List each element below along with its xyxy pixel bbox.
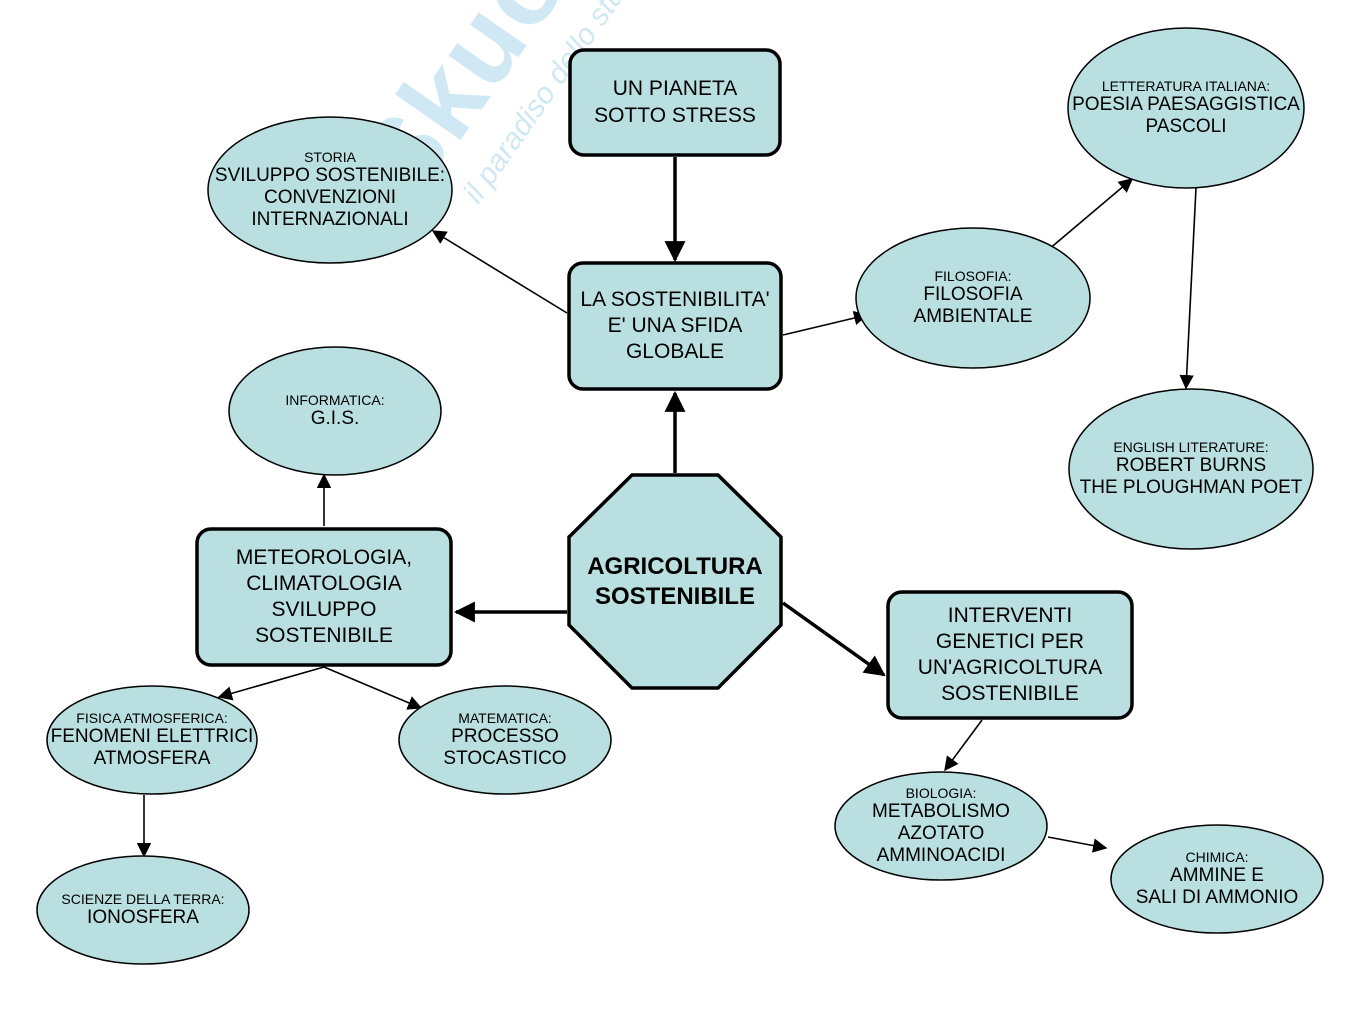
ellipse-matematica xyxy=(398,685,612,795)
filosofia-label: FILOSOFIA: FILOSOFIA AMBIENTALE xyxy=(856,228,1090,368)
ellipse-letteratura xyxy=(1067,27,1305,189)
matematica-label: MATEMATICA: PROCESSO STOCASTICO xyxy=(399,686,611,794)
label-line: UN PIANETA xyxy=(612,77,738,101)
ellipse-scienze xyxy=(36,855,250,965)
subject: SCIENZE DELLA TERRA: xyxy=(61,891,225,908)
label-line: SALI DI AMMONIO xyxy=(1135,887,1299,909)
fisica-label: FISICA ATMOSFERICA: FENOMENI ELETTRICI A… xyxy=(47,686,257,794)
ellipse-english xyxy=(1068,388,1314,550)
center-label: AGRICOLTURA SOSTENIBILE xyxy=(569,475,781,688)
arrow-meteo-matematica xyxy=(323,666,423,710)
ellipse-chimica xyxy=(1110,824,1324,934)
label-line: AMBIENTALE xyxy=(913,306,1033,328)
label-line: AMMINOACIDI xyxy=(876,844,1006,866)
ellipse-informatica xyxy=(228,346,442,476)
label-line: SVILUPPO xyxy=(271,598,377,621)
subject: STORIA xyxy=(304,149,356,166)
label-line: CONVENZIONI xyxy=(264,187,396,209)
box-pianeta-label: UN PIANETA SOTTO STRESS xyxy=(570,50,780,155)
arrow-sfida-filosofia xyxy=(782,310,869,336)
informatica-label: INFORMATICA: G.I.S. xyxy=(229,347,441,475)
subject: FISICA ATMOSFERICA: xyxy=(76,710,228,727)
label-line: PASCOLI xyxy=(1145,116,1227,138)
scienze-label: SCIENZE DELLA TERRA: IONOSFERA xyxy=(37,856,249,964)
subject: BIOLOGIA: xyxy=(905,785,977,802)
arrow-biologia-chimica xyxy=(1047,836,1108,853)
label-line: INTERVENTI xyxy=(947,603,1073,627)
subject: ENGLISH LITERATURE: xyxy=(1113,439,1269,456)
subject: CHIMICA: xyxy=(1185,849,1249,866)
label-line: THE PLOUGHMAN POET xyxy=(1079,477,1303,499)
biologia-label: BIOLOGIA: METABOLISMO AZOTATO AMMINOACID… xyxy=(835,772,1047,880)
label-line: SOSTENIBILE xyxy=(594,582,756,610)
arrow-meteo-fisica xyxy=(217,666,325,701)
letteratura-label: LETTERATURA ITALIANA: POESIA PAESAGGISTI… xyxy=(1066,28,1306,188)
ellipse-filosofia xyxy=(855,227,1091,369)
label-line: SOSTENIBILE xyxy=(255,624,393,648)
english-label: ENGLISH LITERATURE: ROBERT BURNS THE PLO… xyxy=(1069,389,1313,549)
label-line: AGRICOLTURA xyxy=(587,552,763,580)
label-line: CLIMATOLOGIA xyxy=(246,571,402,595)
label-line: POESIA PAESAGGISTICA xyxy=(1072,94,1300,116)
label-line: PROCESSO xyxy=(451,726,559,748)
box-interventi-label: INTERVENTI GENETICI PER UN'AGRICOLTURA S… xyxy=(888,592,1132,718)
label-line: ATMOSFERA xyxy=(93,748,211,770)
label-line: GENETICI PER xyxy=(935,629,1085,653)
label-line: STOCASTICO xyxy=(443,748,567,770)
subject: MATEMATICA: xyxy=(458,710,552,727)
label-line: ROBERT BURNS xyxy=(1115,455,1267,477)
label-line: AZOTATO xyxy=(897,823,985,845)
box-sfida xyxy=(567,261,783,391)
arrow-interventi-biologia xyxy=(944,719,983,772)
label-line: METABOLISMO xyxy=(872,801,1010,823)
box-sfida-label: LA SOSTENIBILITA' E' UNA SFIDA GLOBALE xyxy=(569,263,781,389)
box-meteo xyxy=(195,527,453,667)
label-line: SOTTO STRESS xyxy=(594,103,756,127)
label-line: G.I.S. xyxy=(310,408,360,430)
arrow-sfida-storia xyxy=(431,230,568,314)
label-line: SOSTENIBILE xyxy=(941,682,1079,706)
box-pianeta xyxy=(568,48,782,157)
label-line: LA SOSTENIBILITA' xyxy=(580,287,770,311)
storia-label: STORIA SVILUPPO SOSTENIBILE: CONVENZIONI… xyxy=(208,117,452,263)
arrow-letteratura-english xyxy=(1179,187,1197,390)
label-line: FENOMENI ELETTRICI xyxy=(50,726,254,748)
label-line: GLOBALE xyxy=(625,340,725,364)
arrow-center-interventi xyxy=(781,601,886,677)
octagon-center xyxy=(567,473,783,690)
label-line: E' UNA SFIDA xyxy=(607,313,743,337)
label-line: INTERNAZIONALI xyxy=(251,208,409,230)
label-line: SVILUPPO SOSTENIBILE: xyxy=(214,165,446,187)
box-interventi xyxy=(886,590,1134,720)
subject: FILOSOFIA: xyxy=(934,268,1012,285)
arrow-filosofia-letteratura xyxy=(1047,178,1134,251)
subject: LETTERATURA ITALIANA: xyxy=(1101,78,1271,95)
label-line: IONOSFERA xyxy=(87,907,199,929)
box-meteo-label: METEOROLOGIA, CLIMATOLOGIA SVILUPPO SOST… xyxy=(197,529,451,665)
ellipse-biologia xyxy=(834,771,1048,881)
label-line: UN'AGRICOLTURA xyxy=(917,656,1103,679)
subject: INFORMATICA: xyxy=(285,392,385,409)
ellipse-storia xyxy=(207,116,453,264)
chimica-label: CHIMICA: AMMINE E SALI DI AMMONIO xyxy=(1111,825,1323,933)
label-line: AMMINE E xyxy=(1170,865,1264,887)
ellipse-fisica xyxy=(46,685,258,795)
label-line: FILOSOFIA xyxy=(923,284,1023,306)
label-line: METEOROLOGIA, xyxy=(235,545,413,569)
